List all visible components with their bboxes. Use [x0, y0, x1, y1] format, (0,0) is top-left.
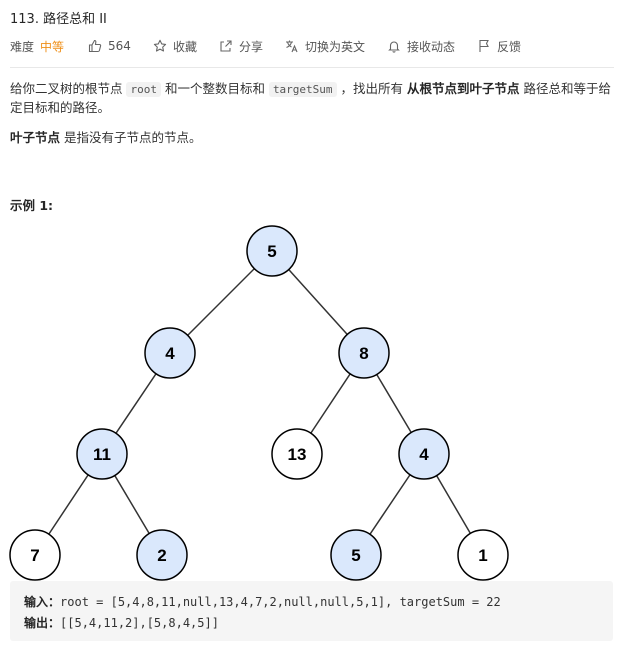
tree-node-6: 7	[9, 529, 61, 581]
tree-node-value: 4	[165, 344, 175, 363]
problem-title: 113. 路径总和 II	[10, 12, 107, 27]
feedback-label: 反馈	[497, 39, 522, 54]
tree-node-1: 4	[144, 327, 196, 379]
tree-node-circle	[330, 529, 382, 581]
leaf-definition-text: 是指没有子节点的节点。	[60, 130, 202, 145]
tree-node-value: 1	[478, 546, 487, 565]
description-paragraph: 给你二叉树的根节点 root 和一个整数目标和 targetSum ，找出所有 …	[10, 80, 616, 117]
tree-node-value: 5	[351, 546, 360, 565]
tree-node-value: 2	[157, 546, 166, 565]
example-input-line: 输入：root = [5,4,8,11,null,13,4,7,2,null,n…	[24, 593, 501, 610]
tree-node-circle	[398, 428, 450, 480]
description-text: 路径总和等于给定目标和的路径。	[10, 81, 611, 115]
output-value: [[5,4,11,2],[5,8,4,5]]	[60, 616, 219, 630]
tree-node-7: 2	[136, 529, 188, 581]
share-icon	[220, 40, 232, 52]
tree-node-circle	[246, 225, 298, 277]
tree-node-3: 11	[76, 428, 128, 480]
output-label: 输出：	[24, 616, 61, 630]
description-emphasis: 从根节点到叶子节点	[407, 81, 520, 96]
code-target-sum: targetSum	[268, 82, 337, 97]
input-label: 输入：	[24, 595, 61, 609]
like-count: 564	[108, 39, 131, 53]
difficulty-label: 难度	[10, 39, 35, 54]
example-code-block: 输入：root = [5,4,8,11,null,13,4,7,2,null,n…	[10, 581, 613, 641]
language-toggle-button[interactable]: 切换为英文	[285, 38, 365, 55]
thumbs-up-icon	[88, 39, 102, 53]
favorite-button[interactable]: 收藏	[153, 38, 197, 55]
tree-node-circle	[338, 327, 390, 379]
difficulty-badge: 中等	[40, 39, 65, 54]
binary-tree-diagram: 5 4 8 11 13 4 7 2 5 1	[9, 225, 509, 581]
share-label: 分享	[238, 39, 263, 54]
favorite-label: 收藏	[172, 39, 197, 54]
tree-node-circle	[271, 428, 323, 480]
example-title: 示例 1:	[10, 198, 54, 213]
tree-node-value: 8	[359, 344, 368, 363]
tree-node-8: 5	[330, 529, 382, 581]
tree-node-value: 11	[93, 445, 111, 464]
language-toggle-label: 切换为英文	[304, 39, 365, 54]
leaf-term: 叶子节点	[10, 130, 61, 145]
notify-label: 接收动态	[406, 39, 455, 54]
tree-node-value: 7	[30, 546, 39, 565]
header-divider	[10, 67, 614, 68]
tree-node-4: 13	[271, 428, 323, 480]
tree-node-circle	[457, 529, 509, 581]
star-icon	[153, 39, 167, 52]
tree-node-5: 4	[398, 428, 450, 480]
problem-meta-bar: 难度 中等 564 收藏 分享 切换为英文 接收动态 反馈	[10, 36, 543, 56]
tree-node-circle	[76, 428, 128, 480]
leaf-definition-paragraph: 叶子节点 是指没有子节点的节点。	[10, 129, 616, 147]
notify-button[interactable]: 接收动态	[387, 38, 455, 55]
tree-node-circle	[144, 327, 196, 379]
tree-node-0: 5	[246, 225, 298, 277]
tree-node-circle	[136, 529, 188, 581]
input-value: root = [5,4,8,11,null,13,4,7,2,null,null…	[60, 595, 501, 609]
description-text: 给你二叉树的根节点	[10, 81, 127, 96]
share-button[interactable]: 分享	[219, 38, 263, 55]
code-root: root	[126, 82, 161, 97]
problem-description: 给你二叉树的根节点 root 和一个整数目标和 targetSum ，找出所有 …	[10, 80, 616, 147]
description-text: ，找出所有	[336, 81, 407, 96]
flag-icon	[479, 39, 489, 52]
tree-node-9: 1	[457, 529, 509, 581]
translate-icon	[285, 40, 298, 53]
tree-node-value: 4	[419, 445, 429, 464]
tree-node-circle	[9, 529, 61, 581]
tree-node-2: 8	[338, 327, 390, 379]
example-output-line: 输出：[[5,4,11,2],[5,8,4,5]]	[24, 614, 219, 631]
tree-node-value: 5	[267, 242, 276, 261]
tree-node-value: 13	[288, 445, 307, 464]
feedback-button[interactable]: 反馈	[477, 38, 521, 55]
description-text: 和一个整数目标和	[160, 81, 269, 96]
bell-icon	[388, 41, 400, 53]
like-button[interactable]: 564	[88, 39, 131, 53]
